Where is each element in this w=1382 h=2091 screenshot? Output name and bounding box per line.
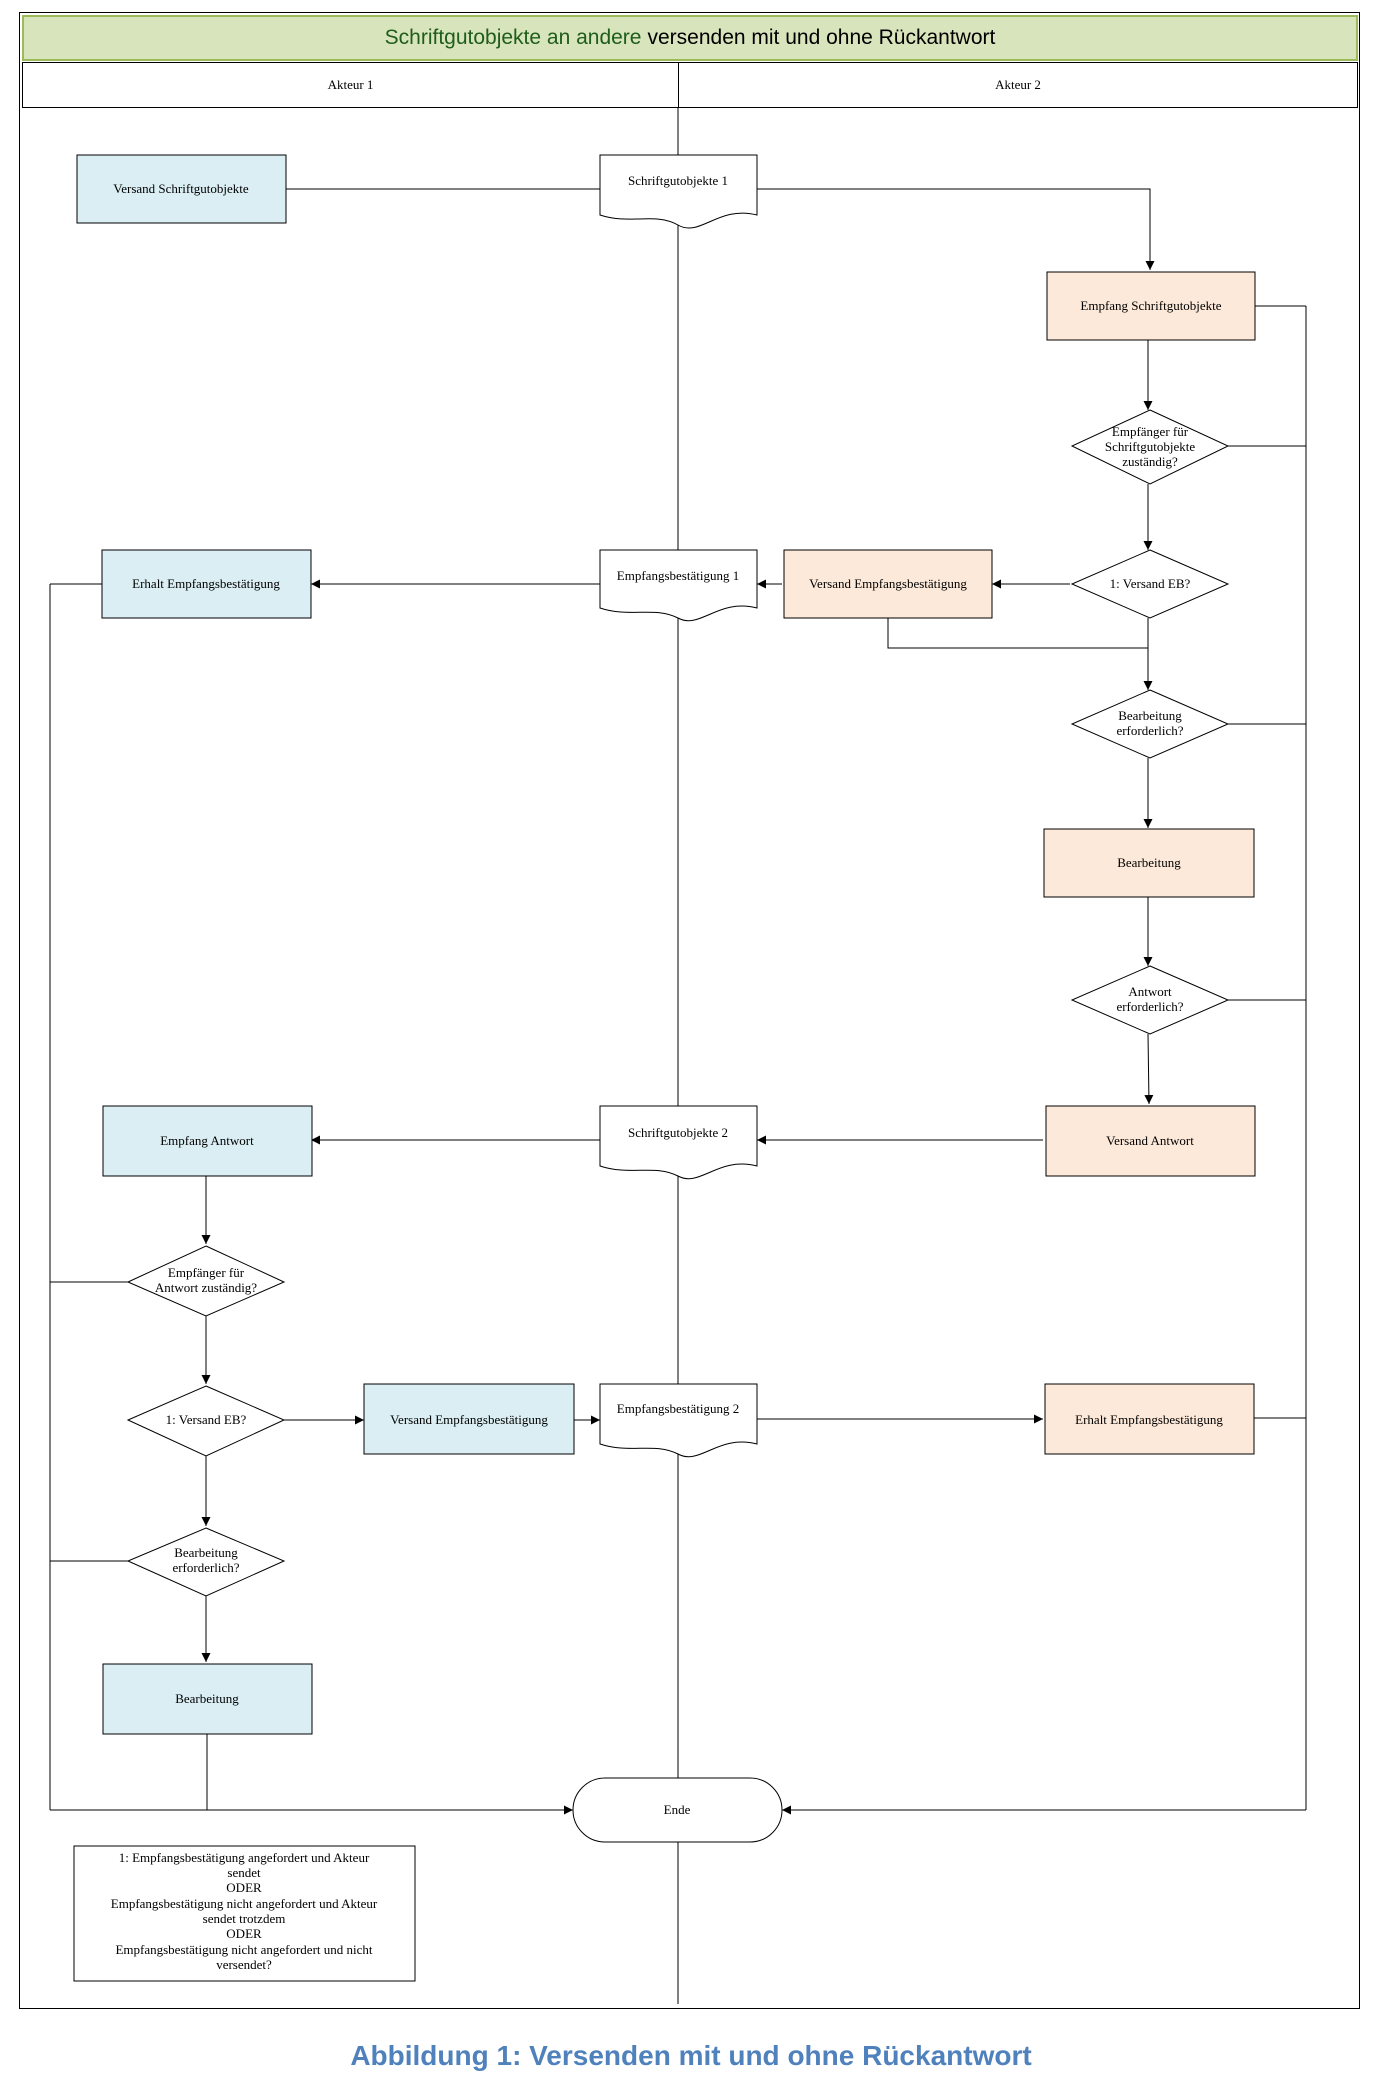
node-bearbeitung2: Bearbeitung: [1043, 828, 1255, 898]
label-q2: 1: Versand EB?: [1110, 576, 1191, 591]
lane-header-akteur-2: Akteur 2: [678, 62, 1358, 108]
label-q4-line2: erforderlich?: [1116, 999, 1183, 1014]
note-line-2: sendet: [227, 1865, 261, 1880]
node-erhalt-eb1: Erhalt Empfangsbestätigung: [101, 549, 312, 619]
note-line-6: ODER: [226, 1926, 262, 1941]
note-line-4: Empfangsbestätigung nicht angefordert un…: [111, 1896, 378, 1911]
label-q1-line1: Empfänger für: [1112, 424, 1189, 439]
node-bearbeitung1: Bearbeitung: [102, 1663, 313, 1735]
node-sgo1: Schriftgutobjekte 1: [599, 154, 758, 229]
label-bearbeitung1: Bearbeitung: [175, 1691, 239, 1706]
label-versand-eb1: Versand Empfangsbestätigung: [390, 1412, 548, 1427]
node-versand-eb-q1: 1: Versand EB?: [126, 1385, 286, 1457]
node-versand-eb1: Versand Empfangsbestätigung: [363, 1383, 575, 1455]
diagram-frame: [19, 12, 1360, 2009]
node-empfang-sgo: Empfang Schriftgutobjekte: [1046, 271, 1256, 341]
node-bearbeitung-q2: Bearbeitung erforderlich?: [1070, 689, 1230, 759]
diagram-title: Schriftgutobjekte an andere versenden mi…: [22, 15, 1358, 61]
node-eb2: Empfangsbestätigung 2: [599, 1383, 758, 1458]
label-ende: Ende: [664, 1802, 691, 1817]
node-empfaenger-sgo-q: Empfänger für Schriftgutobjekte zuständi…: [1070, 409, 1230, 485]
note-line-7: Empfangsbestätigung nicht angefordert un…: [115, 1942, 372, 1957]
note-line-5: sendet trotzdem: [203, 1911, 286, 1926]
label-versand-antwort: Versand Antwort: [1106, 1133, 1194, 1148]
label-erhalt-eb2: Erhalt Empfangsbestätigung: [1075, 1412, 1223, 1427]
label-q3-line2: erforderlich?: [1116, 723, 1183, 738]
note-line-1: 1: Empfangsbestätigung angefordert und A…: [119, 1850, 370, 1865]
label-versand-sgo: Versand Schriftgutobjekte: [113, 181, 249, 196]
node-eb1: Empfangsbestätigung 1: [599, 549, 758, 622]
label-empfang-antwort: Empfang Antwort: [160, 1133, 254, 1148]
connectors: [49, 188, 1307, 1815]
node-sgo2: Schriftgutobjekte 2: [599, 1105, 758, 1180]
label-q1-line2: Schriftgutobjekte: [1105, 439, 1195, 454]
title-part-2: versenden mit und ohne Rückantwort: [647, 26, 996, 49]
node-ende: Ende: [572, 1777, 783, 1843]
label-empfang-sgo: Empfang Schriftgutobjekte: [1080, 298, 1221, 313]
label-bearbeitung2: Bearbeitung: [1117, 855, 1181, 870]
edge-sgo1-to-empfang: [757, 188, 1155, 270]
note-line-3: ODER: [226, 1880, 262, 1895]
label-q4-line1: Antwort: [1128, 984, 1172, 999]
label-q7-line2: erforderlich?: [172, 1560, 239, 1575]
edge-q4-to-versand-antwort: [1144, 1033, 1154, 1105]
node-versand-sgo: Versand Schriftgutobjekte: [76, 154, 287, 224]
node-versand-eb2: Versand Empfangsbestätigung: [783, 549, 993, 619]
label-versand-eb2: Versand Empfangsbestätigung: [809, 576, 967, 591]
label-erhalt-eb1: Erhalt Empfangsbestätigung: [132, 576, 280, 591]
node-empfang-antwort: Empfang Antwort: [102, 1105, 313, 1177]
figure-caption: Abbildung 1: Versenden mit und ohne Rück…: [350, 2040, 1032, 2071]
title-part-1: Schriftgutobjekte an andere: [384, 26, 642, 49]
flowchart: Versand Schriftgutobjekte Erhalt Empfang…: [49, 108, 1307, 2004]
label-q6: 1: Versand EB?: [166, 1412, 247, 1427]
label-q3-line1: Bearbeitung: [1118, 708, 1182, 723]
label-q5-line2: Antwort zuständig?: [155, 1280, 257, 1295]
node-bearbeitung-q1: Bearbeitung erforderlich?: [126, 1527, 286, 1597]
node-empfaenger-antwort-q: Empfänger für Antwort zuständig?: [126, 1245, 286, 1317]
node-erhalt-eb2: Erhalt Empfangsbestätigung: [1044, 1383, 1255, 1455]
node-versand-eb-q2: 1: Versand EB?: [1070, 549, 1230, 619]
note-line-8: versendet?: [216, 1957, 272, 1972]
label-sgo2: Schriftgutobjekte 2: [628, 1125, 728, 1140]
label-q7-line1: Bearbeitung: [174, 1545, 238, 1560]
node-versand-antwort: Versand Antwort: [1045, 1105, 1256, 1177]
label-q5-line1: Empfänger für: [168, 1265, 245, 1280]
label-eb1: Empfangsbestätigung 1: [617, 568, 739, 583]
edge-versand-eb-join: [887, 618, 1148, 649]
label-eb2: Empfangsbestätigung 2: [617, 1401, 739, 1416]
label-q1-line3: zuständig?: [1122, 454, 1178, 469]
label-sgo1: Schriftgutobjekte 1: [628, 173, 728, 188]
node-antwort-q: Antwort erforderlich?: [1070, 965, 1230, 1035]
footnote-box: 1: Empfangsbestätigung angefordert und A…: [73, 1845, 416, 1982]
